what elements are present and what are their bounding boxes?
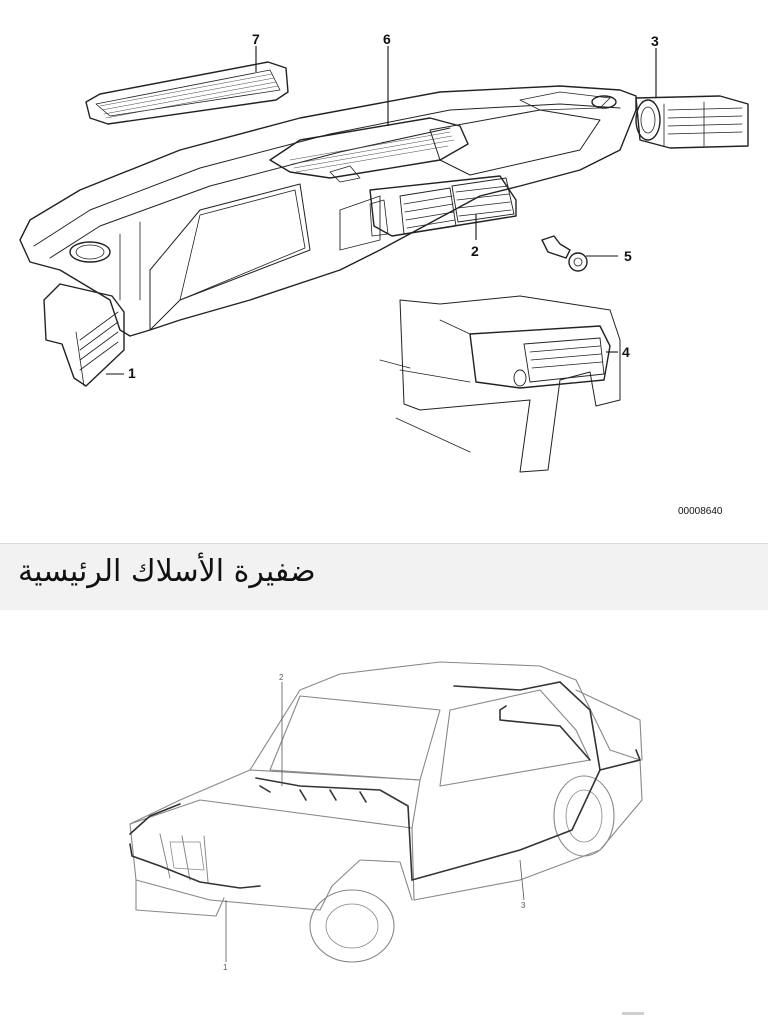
harness-callout-3: 3 bbox=[521, 901, 526, 910]
console-vent-4-shape bbox=[379, 295, 621, 473]
callout-2: 2 bbox=[471, 243, 479, 259]
mat-7-shape bbox=[85, 61, 289, 125]
dashboard-drawing: 7 6 3 2 5 4 1 00008640 bbox=[19, 31, 749, 517]
knob-5-shape bbox=[541, 235, 588, 272]
car-drawing: 2 1 3 bbox=[129, 661, 644, 1015]
section-header: ضفيرة الأسلاك الرئيسية bbox=[0, 543, 768, 611]
leader-lines bbox=[106, 46, 657, 375]
callout-3: 3 bbox=[651, 33, 659, 49]
callout-7: 7 bbox=[252, 31, 260, 47]
vent-1-shape bbox=[43, 283, 125, 387]
dashboard-diagram: 7 6 3 2 5 4 1 00008640 bbox=[19, 31, 749, 517]
section-title: ضفيرة الأسلاك الرئيسية bbox=[18, 554, 316, 589]
callout-5: 5 bbox=[624, 248, 632, 264]
car-body bbox=[129, 661, 643, 963]
wiring-harness-diagram: 2 1 3 bbox=[0, 610, 768, 1024]
vent-3-shape bbox=[635, 95, 749, 149]
callout-1: 1 bbox=[128, 365, 136, 381]
callout-4: 4 bbox=[622, 344, 630, 360]
callout-6: 6 bbox=[383, 31, 391, 47]
harness-wires bbox=[129, 681, 642, 889]
reference-number: 00008640 bbox=[678, 506, 723, 517]
harness-callout-1: 1 bbox=[223, 963, 228, 972]
harness-callout-2: 2 bbox=[279, 673, 284, 682]
mat-6-shape bbox=[269, 117, 469, 183]
faint-reference-mark bbox=[622, 1012, 644, 1015]
vent-2-shape bbox=[369, 175, 517, 237]
harness-leaders bbox=[225, 682, 525, 962]
dashboard-body bbox=[19, 85, 637, 337]
